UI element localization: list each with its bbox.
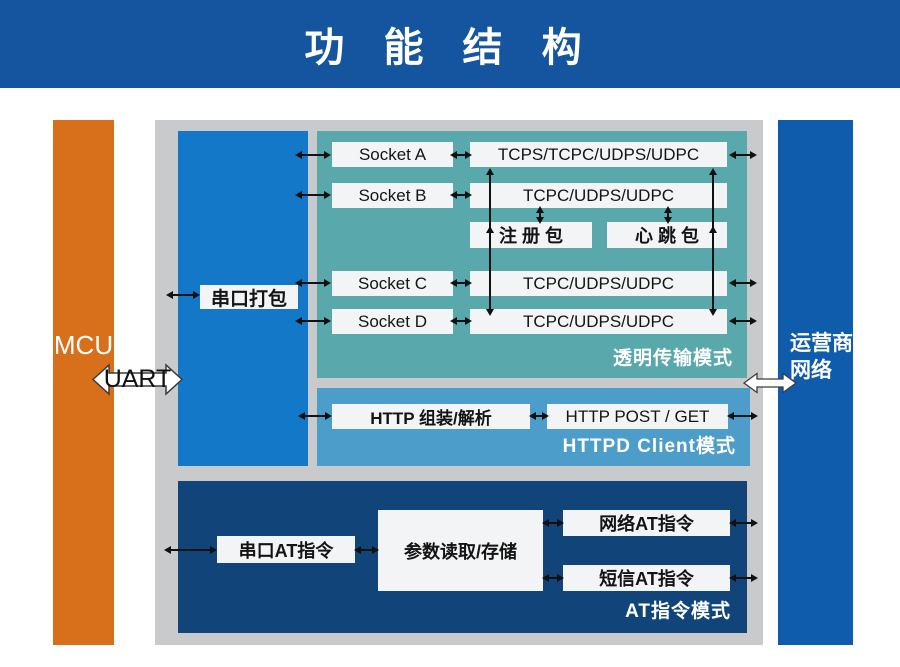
arrow-proto-b-register [536, 206, 544, 224]
arrow-socket-c-proto [450, 279, 472, 287]
arrow-panel-http-assemble [298, 412, 332, 420]
arrow-param-network-at [542, 519, 564, 527]
arrow-http-assemble-postget [529, 412, 549, 420]
carrier-arrow-icon [743, 372, 797, 394]
carrier-network-label: 运营商 网络 [790, 330, 853, 384]
protocol-d-box: TCPC/UDPS/UDPC [470, 309, 727, 334]
socket-b-box: Socket B [332, 183, 453, 208]
transparent-mode-panel: 透明传输模式 [317, 131, 747, 378]
mcu-label: MCU [53, 330, 114, 360]
arrow-param-sms-at [542, 574, 564, 582]
arrow-proto-b-heartbeat [664, 206, 672, 224]
param-storage-box: 参数读取/存储 [378, 510, 543, 591]
page-title: 功 能 结 构 [0, 0, 900, 88]
arrow-panel-socket-c [295, 279, 331, 287]
serial-at-box: 串口AT指令 [217, 536, 355, 563]
arrow-network-at-right [729, 519, 758, 527]
transparent-mode-label: 透明传输模式 [612, 348, 733, 369]
arrow-proto-a-right [729, 151, 757, 159]
carrier-label-line2: 网络 [790, 359, 832, 382]
arrowhead-heartbeat-up [709, 226, 717, 233]
carrier-label-line1: 运营商 [790, 332, 853, 355]
arrow-panel-socket-a [295, 151, 331, 159]
arrow-left-serial-at [164, 546, 217, 554]
arrow-serial-at-param [354, 546, 379, 554]
protocol-b-box: TCPC/UDPS/UDPC [470, 183, 727, 208]
arrow-proto-a-register-socket-d [486, 168, 494, 316]
socket-c-box: Socket C [332, 271, 453, 296]
serial-pack-box: 串口打包 [200, 285, 298, 310]
arrowhead-register-up [486, 226, 494, 233]
arrow-proto-a-heartbeat-socket-d [709, 168, 717, 316]
http-post-get-box: HTTP POST / GET [547, 404, 728, 429]
protocol-c-box: TCPC/UDPS/UDPC [470, 271, 727, 296]
at-mode-label: AT指令模式 [625, 601, 731, 622]
arrow-panel-socket-b [295, 191, 331, 199]
heartbeat-packet-box: 心 跳 包 [607, 222, 727, 248]
arrow-panel-socket-d [295, 317, 331, 325]
uart-label: UART [103, 365, 172, 393]
arrow-socket-a-proto [450, 151, 472, 159]
arrow-sms-at-right [729, 574, 758, 582]
arrow-socket-b-proto [450, 191, 472, 199]
arrow-proto-c-right [729, 279, 757, 287]
network-at-box: 网络AT指令 [563, 510, 730, 536]
arrow-proto-d-right [729, 317, 757, 325]
arrow-http-postget-right [727, 412, 758, 420]
httpd-mode-label: HTTPD Client模式 [562, 436, 736, 457]
arrow-left-serial-pack [166, 291, 200, 299]
socket-a-box: Socket A [332, 142, 453, 167]
protocol-a-box: TCPS/TCPC/UDPS/UDPC [470, 142, 727, 167]
arrow-socket-d-proto [450, 317, 472, 325]
http-assemble-box: HTTP 组装/解析 [332, 404, 530, 429]
socket-d-box: Socket D [332, 309, 453, 334]
sms-at-box: 短信AT指令 [563, 565, 730, 591]
uart-arrow-icon [92, 363, 183, 396]
